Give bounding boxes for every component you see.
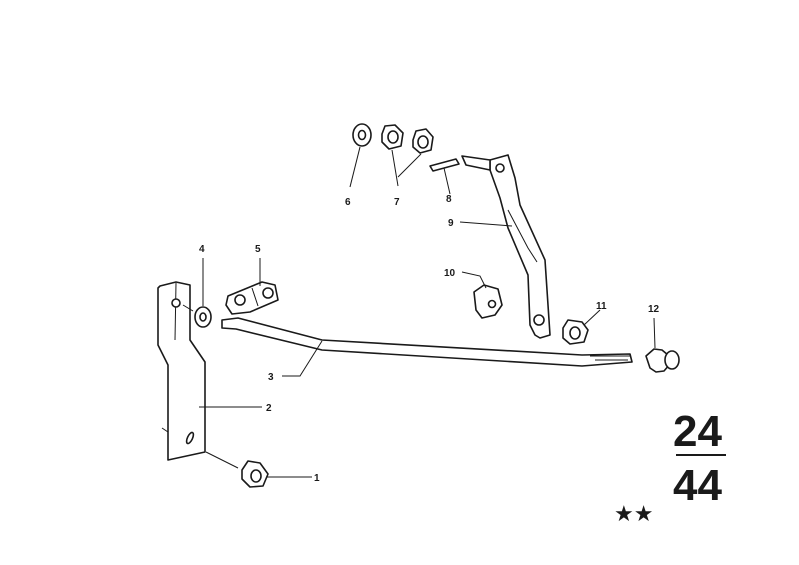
group-number-bottom: 44: [673, 461, 722, 510]
right-bracket: [461, 154, 551, 339]
callout-2: 2: [266, 403, 272, 414]
group-number-top: 24: [673, 407, 722, 456]
callout-3: 3: [268, 372, 274, 383]
callout-1: 1: [314, 473, 320, 484]
callout-4: 4: [199, 244, 205, 255]
callout-11: 11: [596, 301, 607, 312]
nut-1: [205, 451, 269, 488]
double-star-mark: ★★: [614, 502, 653, 527]
group-number: 24 44: [673, 407, 726, 510]
bushings-7: [381, 124, 434, 154]
callout-9: 9: [448, 218, 454, 229]
clamp-5: [225, 281, 279, 315]
callout-10: 10: [444, 268, 456, 279]
adjuster-12: [645, 348, 680, 373]
callout-12: 12: [648, 304, 660, 315]
washer-4: [182, 304, 212, 328]
leader-lines: [199, 146, 656, 478]
callout-5: 5: [255, 244, 261, 255]
shift-rod: [221, 317, 633, 367]
clip-10: [473, 284, 503, 319]
callout-6: 6: [345, 197, 351, 208]
callout-7: 7: [394, 197, 400, 208]
callout-labels: 1 2 3 4 5 6 7 8 9 10 11 12: [199, 194, 660, 484]
callout-8: 8: [446, 194, 452, 205]
bushing-11: [562, 319, 589, 345]
pin-8: [429, 158, 460, 172]
left-bracket: [157, 281, 206, 461]
washer-6: [352, 123, 372, 147]
